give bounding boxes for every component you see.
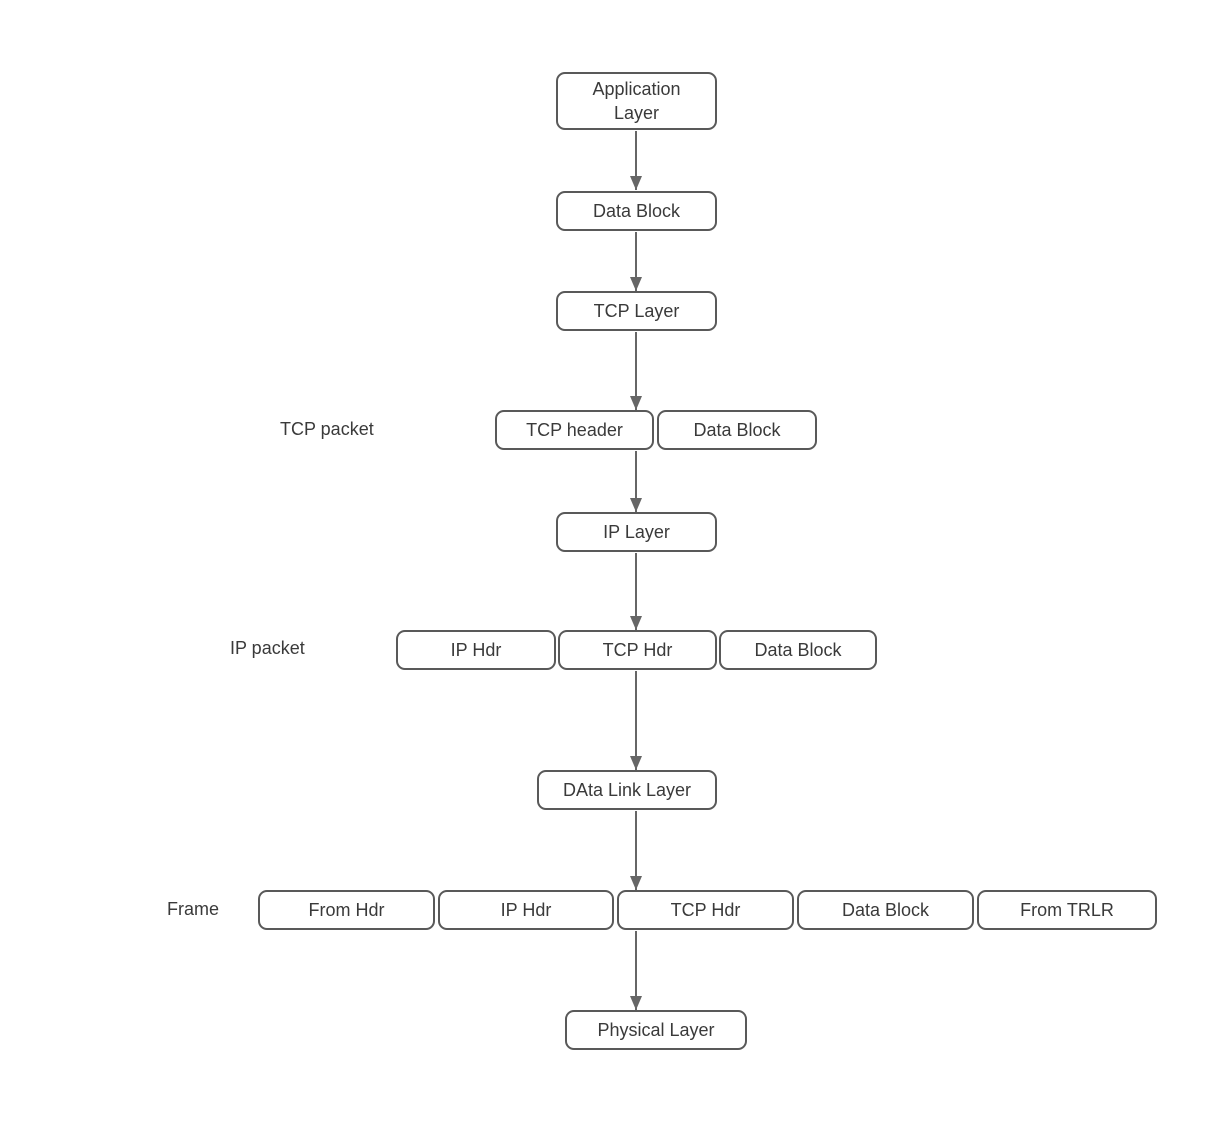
- node-label: Data Block: [592, 200, 681, 221]
- node-tcp-layer: TCP Layer: [556, 291, 717, 331]
- node-ip-hdr: IP Hdr: [438, 890, 614, 930]
- node-data-block: Data Block: [719, 630, 877, 670]
- node-label: DAta Link Layer: [562, 779, 692, 800]
- node-label: From Hdr: [308, 899, 385, 920]
- node-tcp-hdr: TCP Hdr: [617, 890, 794, 930]
- node-label: IP Hdr: [500, 899, 552, 920]
- arrow-frame-to-physical: [630, 931, 642, 1010]
- node-physical-layer: Physical Layer: [565, 1010, 747, 1050]
- arrow-tcplayer-to-tcppacket: [630, 332, 642, 410]
- arrowhead-icon: [630, 756, 642, 770]
- arrow-datalink-to-frame: [630, 811, 642, 890]
- node-data-block: Data Block: [657, 410, 817, 450]
- node-tcp-header: TCP header: [495, 410, 654, 450]
- node-data-block: Data Block: [797, 890, 974, 930]
- arrow-iplayer-to-ippacket: [630, 553, 642, 630]
- arrowhead-icon: [630, 876, 642, 890]
- arrow-ippacket-to-datalink: [630, 671, 642, 770]
- node-label: TCP Hdr: [602, 639, 673, 660]
- arrowhead-icon: [630, 616, 642, 630]
- node-application-layer: Application Layer: [556, 72, 717, 130]
- node-label: From TRLR: [1020, 899, 1114, 920]
- node-label: TCP Layer: [593, 300, 680, 321]
- node-from-hdr: From Hdr: [258, 890, 435, 930]
- node-label: IP Layer: [603, 521, 670, 542]
- label-tcp-packet: TCP packet: [280, 419, 374, 439]
- arrow-application-to-datablock: [630, 131, 642, 190]
- node-data-block: Data Block: [556, 191, 717, 231]
- arrow-tcppacket-to-iplayer: [630, 451, 642, 512]
- arrowhead-icon: [630, 498, 642, 512]
- node-label: Data Block: [693, 419, 781, 440]
- node-label: TCP Hdr: [670, 899, 741, 920]
- node-tcp-hdr: TCP Hdr: [558, 630, 717, 670]
- arrowhead-icon: [630, 996, 642, 1010]
- arrow-datablock-to-tcplayer: [630, 232, 642, 291]
- node-label: Physical Layer: [597, 1019, 715, 1040]
- node-label: Data Block: [841, 899, 930, 920]
- node-label: Application Layer: [592, 78, 681, 123]
- node-data-link-layer: DAta Link Layer: [537, 770, 717, 810]
- node-ip-hdr: IP Hdr: [396, 630, 556, 670]
- node-label: Data Block: [754, 639, 842, 660]
- arrowhead-icon: [630, 176, 642, 190]
- node-label: TCP header: [526, 419, 623, 440]
- node-label: IP Hdr: [450, 639, 502, 660]
- label-ip-packet: IP packet: [230, 638, 305, 658]
- arrowhead-icon: [630, 396, 642, 410]
- label-frame: Frame: [167, 899, 220, 919]
- arrowhead-icon: [630, 277, 642, 291]
- node-from-trlr: From TRLR: [977, 890, 1157, 930]
- node-ip-layer: IP Layer: [556, 512, 717, 552]
